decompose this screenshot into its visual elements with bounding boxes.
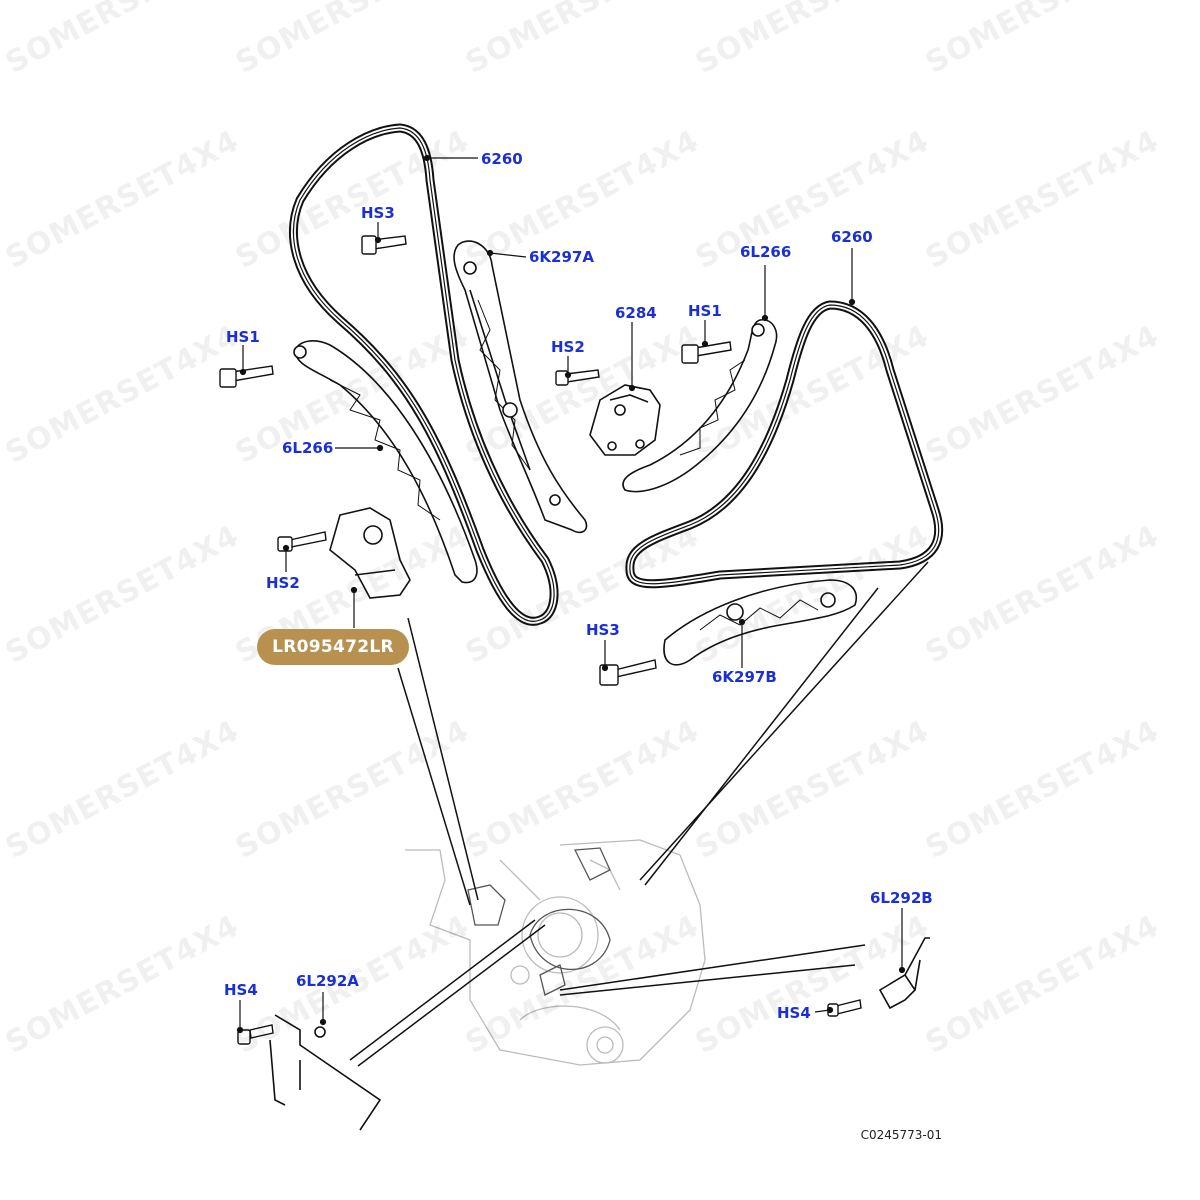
chain-guide-6k297b (663, 579, 857, 666)
callout-blade-6l266-left[interactable]: 6L266 (282, 439, 334, 457)
callout-hs1-right[interactable]: HS1 (688, 302, 722, 320)
tensioner-blade-6l266-left (293, 340, 478, 584)
engine-overview-detail (467, 847, 611, 996)
callout-oil-jet-6l292a[interactable]: 6L292A (296, 972, 359, 990)
oil-jet-6l292b (878, 937, 930, 1010)
tensioner-blade-6l266-right (622, 319, 778, 493)
bolt-hs1-left (219, 365, 274, 388)
bolt-hs4-left (237, 1024, 274, 1045)
callout-chain-6260-left[interactable]: 6260 (481, 150, 523, 168)
callout-hs1-left[interactable]: HS1 (226, 328, 260, 346)
oil-jet-6l292a (269, 1014, 382, 1131)
callout-chain-6260-right[interactable]: 6260 (831, 228, 873, 246)
callout-hs3-top[interactable]: HS3 (361, 204, 395, 222)
callout-guide-6k297b[interactable]: 6K297B (712, 668, 777, 686)
callout-guide-6k297a[interactable]: 6K297A (529, 248, 594, 266)
timing-chain-left (289, 123, 559, 626)
bolt-hs3-bottom (599, 659, 657, 686)
callout-hs4-left[interactable]: HS4 (224, 981, 258, 999)
callout-hs2-right[interactable]: HS2 (551, 338, 585, 356)
callout-oil-jet-6l292b[interactable]: 6L292B (870, 889, 933, 907)
bolt-hs3-top (361, 235, 407, 255)
diagram-code: C0245773-01 (860, 1128, 942, 1142)
bolt-hs2-center (555, 369, 600, 386)
chain-tensioner-lr095472lr (329, 507, 411, 599)
engine-overview (405, 839, 706, 1066)
chain-guide-6k297a (453, 240, 588, 534)
callout-leaders (236, 154, 906, 1034)
callout-hs3-bottom[interactable]: HS3 (586, 621, 620, 639)
leader-lines (349, 561, 929, 1067)
callout-hs4-right[interactable]: HS4 (777, 1004, 811, 1022)
highlighted-part-label[interactable]: LR095472LR (257, 629, 409, 665)
callout-hs2-left[interactable]: HS2 (266, 574, 300, 592)
bolt-hs4-right (827, 999, 862, 1017)
timing-chain-right (625, 300, 944, 589)
callout-tensioner-6284[interactable]: 6284 (615, 304, 657, 322)
callout-blade-6l266-right[interactable]: 6L266 (740, 243, 792, 261)
chain-tensioner-6284 (589, 384, 661, 456)
bolt-hs1-right (681, 341, 732, 364)
